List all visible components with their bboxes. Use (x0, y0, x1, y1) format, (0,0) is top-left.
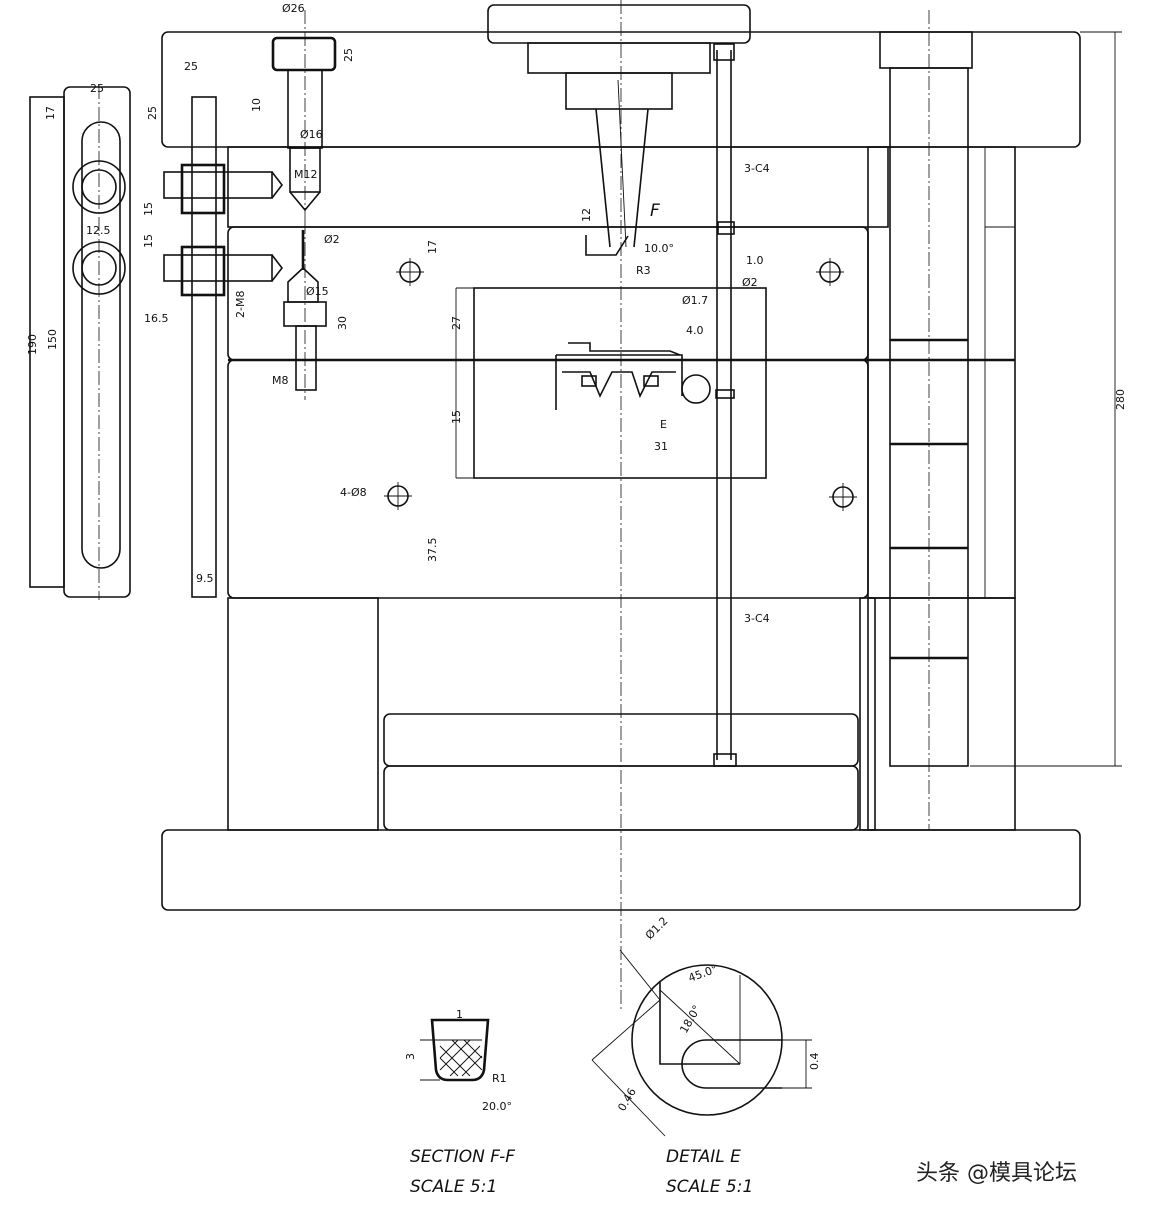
dim-gap2: 15 (142, 234, 155, 248)
ejector-pin (713, 43, 737, 767)
dim-plate-slot: 12.5 (86, 224, 111, 237)
section-arrow-label: F (650, 201, 660, 221)
cavity-insert (455, 287, 767, 479)
dim-pull-thread: M8 (272, 374, 289, 387)
det-dia: Ø1.2 (643, 914, 671, 942)
dim-gate-10: 10.0° (644, 242, 674, 255)
dim-off-375: 37.5 (426, 538, 439, 563)
detail-mark-label: E (660, 418, 667, 431)
dim-bolt-head-dia: Ø26 (282, 2, 305, 15)
section-ff-view (420, 1018, 490, 1082)
dim-plate-top: 25 (146, 106, 159, 120)
detail-e-view (591, 949, 812, 1137)
dim-ep-31: 31 (654, 440, 668, 453)
detail-e-circle (681, 374, 711, 404)
dim-ep-02: Ø2 (742, 276, 758, 289)
dim-plate-total: 190 (26, 334, 39, 355)
dim-side-165: 16.5 (144, 312, 169, 325)
det-046: 0.46 (615, 1086, 639, 1114)
dim-gate-12: 12 (580, 208, 593, 222)
detail-scale: SCALE 5:1 (666, 1177, 753, 1197)
dimension-texts: Ø26 25 10 Ø16 M12 Ø2 Ø15 30 M8 2-M8 25 2… (26, 2, 1127, 1114)
dim-ep-40a: 4.0 (686, 324, 704, 337)
sec-r: R1 (492, 1072, 507, 1085)
det-04: 0.4 (808, 1053, 821, 1071)
dim-plate-top-off: 17 (44, 106, 57, 120)
dim-plate-w: 25 (90, 82, 104, 95)
locating-ring (487, 4, 751, 256)
sec-angle: 20.0° (482, 1100, 512, 1113)
dim-gate-r: R3 (636, 264, 651, 277)
watermark: 头条 @模具论坛 (916, 1161, 1077, 1186)
dim-screw-top: 3-C4 (744, 162, 770, 175)
section-scale: SCALE 5:1 (410, 1177, 497, 1197)
dim-pull-dia: Ø2 (324, 233, 340, 246)
dim-side-95: 9.5 (196, 572, 214, 585)
dim-pull-head: Ø15 (306, 285, 329, 298)
height-dimension (970, 31, 1122, 767)
dim-sprue-off: 17 (426, 240, 439, 254)
dim-bolt-shoulder: 10 (250, 98, 263, 112)
det-angle2: 18.0° (677, 1003, 703, 1035)
det-angle1: 45.0° (687, 962, 720, 984)
dim-holes: 4-Ø8 (340, 486, 367, 499)
guide-pillar (879, 10, 973, 830)
dim-plate-span: 150 (46, 329, 59, 350)
bolt-assembly (271, 10, 337, 400)
dim-cavity-15: 15 (450, 410, 463, 424)
dim-bolt-dia: Ø16 (300, 128, 323, 141)
sec-3: 3 (404, 1053, 417, 1060)
hole-symbols (384, 258, 857, 511)
dim-ep-17: Ø1.7 (682, 294, 708, 307)
dim-screw-bot: 3-C4 (744, 612, 770, 625)
sec-1: 1 (456, 1008, 463, 1021)
dim-ep-10: 1.0 (746, 254, 764, 267)
detail-title: DETAIL E (666, 1147, 741, 1167)
dim-bolt-head-h: 25 (342, 48, 355, 62)
dim-cavity-27: 27 (450, 316, 463, 330)
dim-plate-w-top: 25 (184, 60, 198, 73)
section-title: SECTION F-F (410, 1147, 515, 1167)
dim-pull-len: 30 (336, 316, 349, 330)
dim-gap1: 15 (142, 202, 155, 216)
dim-pull-count: 2-M8 (234, 291, 247, 318)
dim-bolt-thread: M12 (294, 168, 318, 181)
view-captions: SECTION F-F SCALE 5:1 DETAIL E SCALE 5:1 (410, 1147, 753, 1197)
dim-height-280: 280 (1114, 389, 1127, 410)
link-plate (29, 85, 284, 600)
